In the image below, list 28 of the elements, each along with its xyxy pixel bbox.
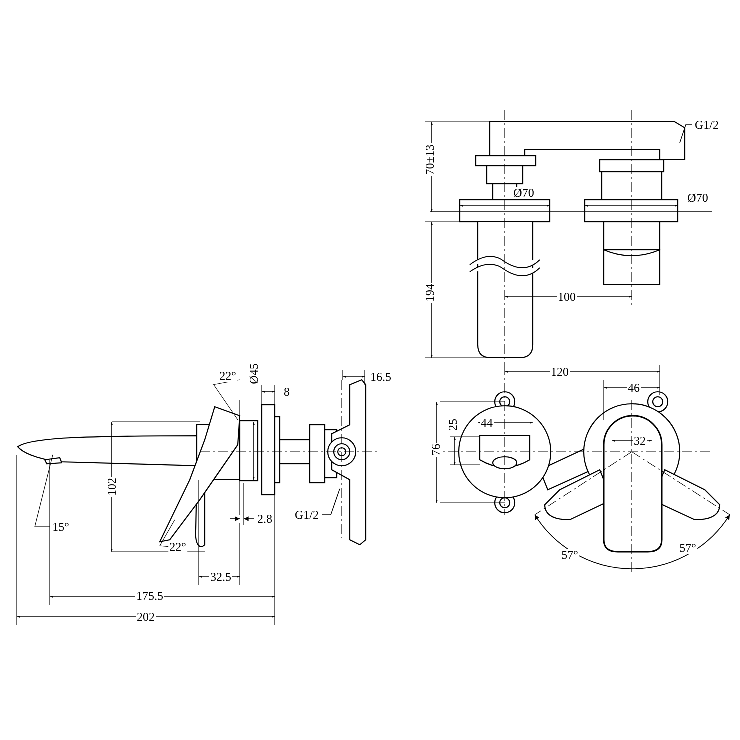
dimension-label: 32.5 xyxy=(210,571,232,583)
dimension-label: 32 xyxy=(633,435,647,447)
dimension-label: 100 xyxy=(557,291,577,303)
angle-label: 57° xyxy=(560,549,580,561)
dimension-label: 175.5 xyxy=(136,590,164,602)
dimension-label: 76 xyxy=(430,443,442,457)
dimension-label: 202 xyxy=(136,611,156,623)
dimension-label: 2.8 xyxy=(256,513,274,525)
angle-label: 15° xyxy=(52,521,70,533)
dimension-label: 16.5 xyxy=(370,371,392,383)
dimension-label: 194 xyxy=(424,283,436,303)
dimension-label: Ø45 xyxy=(248,362,260,386)
dimension-label: 70±13 xyxy=(424,144,436,176)
angle-label: 22° xyxy=(168,541,188,553)
dimension-label: 25 xyxy=(447,418,459,432)
dimension-label: 8 xyxy=(283,386,291,398)
dimension-label: 120 xyxy=(550,366,570,378)
dimension-label: 46 xyxy=(627,382,641,394)
leader-line xyxy=(322,488,340,516)
dimension-label: Ø70 xyxy=(686,192,710,204)
thread-size-label: G1/2 xyxy=(692,117,722,133)
dimension-label: 102 xyxy=(106,477,118,497)
dimension-label: 44 xyxy=(480,417,494,429)
thread-size-label: G1/2 xyxy=(292,507,322,523)
leader-line xyxy=(680,124,692,144)
angle-label: 22° xyxy=(218,370,238,382)
dimension-label: Ø70 xyxy=(512,187,536,199)
angle-label: 57° xyxy=(678,542,698,554)
